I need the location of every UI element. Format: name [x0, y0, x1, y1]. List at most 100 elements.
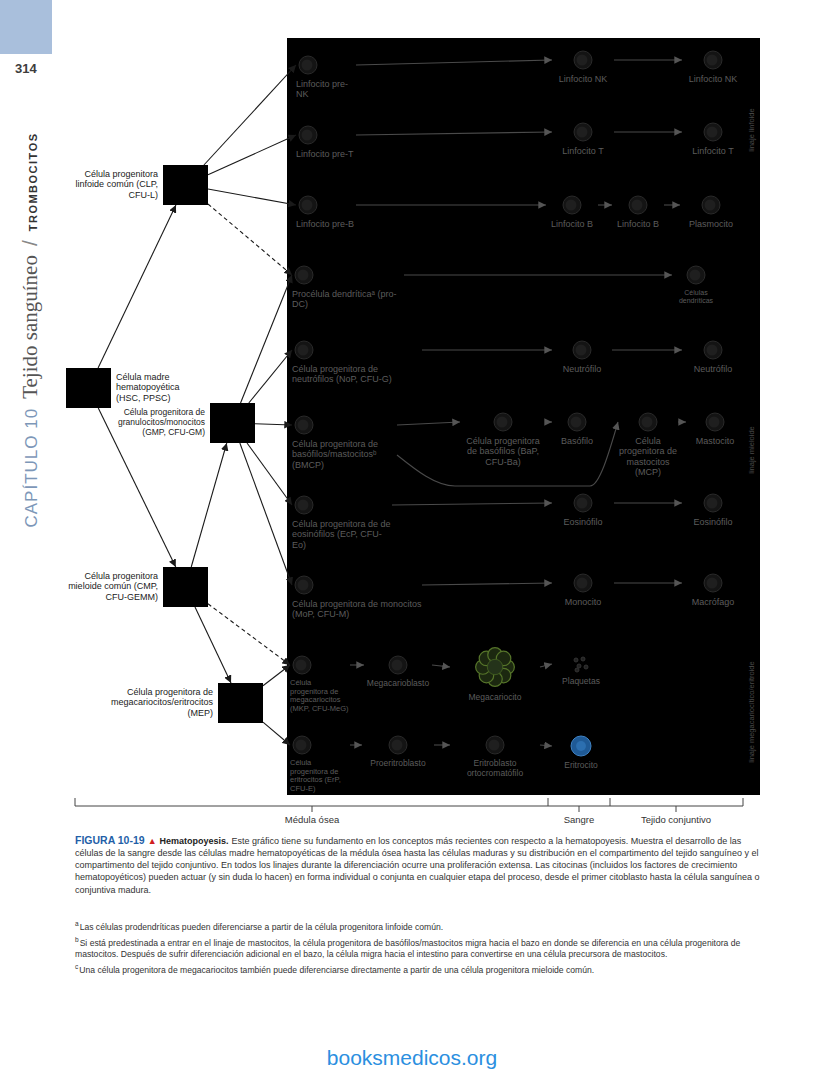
- cell-node: Célula progenitora de eritrocitos (ErP, …: [290, 735, 350, 794]
- lineage-arrow: [434, 744, 450, 745]
- cell-label: Linfocito NK: [682, 74, 744, 84]
- cell-body: [299, 126, 317, 144]
- progenitor-label: Célula progenitora de granulocitos/monoc…: [113, 408, 205, 437]
- cell-icon: [573, 122, 593, 142]
- cell-body: [486, 736, 504, 754]
- lineage-arrow: [249, 350, 292, 403]
- cell-icon: [703, 493, 723, 513]
- cell-body: [295, 416, 313, 434]
- progenitor-box: Célula progenitora de granulocitos/monoc…: [210, 403, 255, 443]
- figure-marker: ▲: [148, 836, 157, 846]
- lineage-arrow: [208, 604, 290, 665]
- progenitor-label: Célula progenitora mieloide común (CMP, …: [63, 571, 158, 602]
- cell-icon: [388, 735, 408, 755]
- lineage-arrow: [546, 421, 552, 422]
- lineage-arrow: [204, 65, 296, 165]
- cell-label: Eosinófilo: [552, 517, 614, 527]
- cell-node: Eosinófilo: [682, 493, 744, 527]
- lineage-arrow: [98, 205, 176, 368]
- lineage-arrow: [397, 422, 460, 425]
- lineage-arrow: [208, 189, 296, 205]
- lineage-label: linaje mieloide: [748, 426, 757, 474]
- cell-node: Mastocito: [686, 412, 744, 446]
- cell-nucleus: [298, 500, 309, 511]
- cell-body: [704, 341, 722, 359]
- cell-icon: [573, 50, 593, 70]
- cell-nucleus: [302, 200, 313, 211]
- cell-node: Neutrófilo: [682, 340, 744, 374]
- cell-node: Neutrófilo: [552, 340, 612, 374]
- lineage-arrow: [350, 664, 364, 665]
- cell-nucleus: [707, 578, 718, 589]
- cell-node: Eritroblasto ortocromatófilo: [450, 735, 540, 779]
- cell-label: Neutrófilo: [682, 364, 744, 374]
- cell-nucleus: [392, 660, 403, 671]
- cell-body: [573, 341, 591, 359]
- cell-icon: [686, 265, 706, 285]
- cell-body: [574, 51, 592, 69]
- cell-body: [389, 736, 407, 754]
- cell-label: Linfocito pre-B: [296, 219, 356, 229]
- cell-node: Célula progenitora de basófilos/mastocit…: [292, 415, 397, 470]
- cell-body: [295, 496, 313, 514]
- cell-icon: [292, 655, 312, 675]
- cell-icon: [294, 265, 314, 285]
- cell-node: Linfocito NK: [552, 50, 614, 84]
- platelet: [584, 665, 588, 669]
- lineage-arrow: [392, 503, 552, 505]
- cell-label: Célula progenitora de monocitos (MoP, CF…: [292, 599, 422, 620]
- platelet: [574, 658, 578, 662]
- cell-label: Células dendríticas: [672, 289, 720, 305]
- lineage-arrow: [540, 664, 552, 667]
- cell-label: Linfocito pre-NK: [296, 79, 356, 100]
- cell-body: [299, 196, 317, 214]
- footnote-text: Una célula progenitora de megacariocitos…: [79, 965, 594, 975]
- lineage-label: linaje megacariocítico/eritroide: [748, 661, 757, 762]
- cell-nucleus: [302, 130, 313, 141]
- progenitor-box: Célula progenitora linfoide común (CLP, …: [163, 165, 208, 205]
- cell-icon: [294, 575, 314, 595]
- cell-body: [704, 123, 722, 141]
- cell-node: Eritrocito: [552, 735, 610, 771]
- cell-nucleus: [296, 660, 307, 671]
- cell-label: Célula progenitora de eritrocitos (ErP, …: [290, 759, 350, 794]
- cell-icon: [294, 340, 314, 360]
- cell-nucleus: [298, 580, 309, 591]
- cell-icon: [572, 340, 592, 360]
- cell-node: Plaquetas: [552, 655, 610, 687]
- cell-icon: [628, 195, 648, 215]
- cell-nucleus: [566, 200, 577, 211]
- cell-nucleus: [577, 578, 588, 589]
- cell-label: Linfocito NK: [552, 74, 614, 84]
- cell-nucleus: [690, 270, 701, 281]
- lineage-arrow: [614, 502, 682, 503]
- lineage-arrow: [397, 422, 618, 486]
- cell-body: [568, 413, 586, 431]
- cell-nucleus: [642, 417, 653, 428]
- lineage-arrow: [664, 204, 680, 205]
- cell-nucleus: [632, 200, 643, 211]
- cell-body: [702, 196, 720, 214]
- cell-node: Célula progenitora de neutrófilos (NoP, …: [292, 340, 422, 385]
- cell-body: [293, 656, 311, 674]
- cell-icon: [570, 735, 592, 757]
- lineage-arrow: [240, 443, 292, 585]
- cell-icon: [567, 412, 587, 432]
- cell-node: Célula progenitora de basófilos (BaP, CF…: [460, 412, 546, 467]
- cell-nucleus: [707, 127, 718, 138]
- cell-node: Célula progenitora de de eosinófilos (Ec…: [292, 495, 392, 550]
- cell-icon: [703, 122, 723, 142]
- cell-node: Célula progenitora de monocitos (MoP, CF…: [292, 575, 422, 620]
- figure-caption: FIGURA 10-19▲Hematopoyesis.Este gráfico …: [75, 833, 760, 896]
- cell-nucleus: [298, 420, 309, 431]
- footnote-marker: b: [75, 936, 79, 943]
- lineage-arrow: [356, 60, 552, 65]
- footnote-text: Las células prodendríticas pueden difere…: [80, 922, 444, 932]
- lineage-arrow: [191, 443, 227, 567]
- progenitor-label: Célula progenitora linfoide común (CLP, …: [66, 169, 158, 200]
- platelet: [577, 664, 581, 668]
- platelet: [581, 657, 585, 661]
- cell-nucleus: [298, 345, 309, 356]
- cell-node: Célula progenitora de mastocitos (MCP): [618, 412, 678, 477]
- cell-nucleus: [298, 270, 309, 281]
